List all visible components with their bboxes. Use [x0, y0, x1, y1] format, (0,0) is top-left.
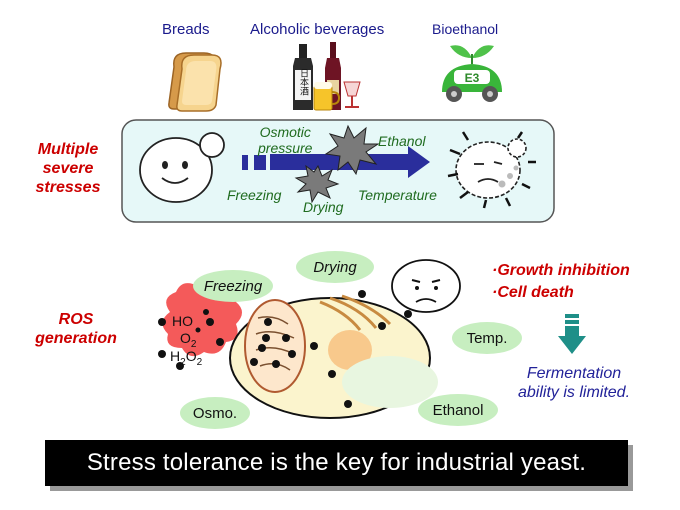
h2o2-sub-b: 2	[196, 356, 203, 368]
alcohol-bottles-icon: 日本酒	[293, 42, 361, 111]
osmotic-pressure-label: Osmotic pressure	[258, 124, 312, 156]
temp-bubble: Temp.	[452, 322, 522, 354]
alcoholic-beverages-label: Alcoholic beverages	[250, 21, 385, 38]
hydroxyl-radical-label: HO	[172, 313, 193, 329]
e3-badge: E3	[465, 71, 480, 85]
stress-panel	[121, 119, 555, 223]
osmo-bubble: Osmo.	[180, 397, 250, 429]
osmotic-line-2: pressure	[258, 140, 313, 156]
ros-line-2: generation	[35, 330, 117, 347]
stress-burst-icon	[324, 124, 380, 176]
growth-inhibition-item: ·Growth inhibition	[492, 262, 630, 279]
fermentation-line-2: ability is limited.	[517, 384, 631, 401]
mitochondrion	[244, 299, 306, 393]
ros-radical-icons	[158, 290, 412, 408]
fermentation-limited-label: Fermentation ability is limited.	[503, 364, 645, 402]
cell-death-item: ·Cell death	[492, 284, 574, 301]
fermentation-line-1: Fermentation	[526, 365, 622, 382]
h2o2-sub-a: 2	[180, 356, 186, 368]
drying-stress-label: Drying	[303, 199, 344, 215]
stressed-yeast-cell	[447, 131, 536, 209]
down-arrow-icon	[558, 314, 586, 354]
stress-burst-icon	[294, 164, 340, 204]
freezing-stress-label: Freezing	[227, 187, 282, 203]
multiple-severe-stresses-label: Multiple severe stresses	[22, 140, 114, 197]
hydrogen-peroxide-label: H2O2	[170, 348, 202, 368]
ros-diagram	[158, 259, 461, 419]
sad-yeast-face	[391, 259, 461, 313]
drying-bubble: Drying	[296, 251, 374, 283]
superoxide-label: O2	[180, 330, 196, 350]
side-label-line-2: severe	[42, 160, 94, 177]
h2o2-o: O	[185, 348, 197, 364]
bread-icon	[168, 52, 222, 112]
eco-car-icon: E3	[442, 45, 502, 102]
vacuole	[342, 356, 438, 408]
ros-line-1: ROS	[58, 311, 94, 328]
key-message-banner: Stress tolerance is the key for industri…	[45, 440, 628, 486]
superoxide-sub: 2	[190, 338, 197, 350]
superoxide-o: O	[180, 330, 191, 346]
ethanol-stress-label: Ethanol	[378, 133, 426, 149]
temperature-stress-label: Temperature	[358, 187, 437, 203]
breads-label: Breads	[162, 21, 210, 38]
healthy-yeast-cell	[139, 132, 225, 203]
osmotic-line-1: Osmotic	[259, 124, 311, 140]
freezing-bubble: Freezing	[193, 270, 273, 302]
nucleus	[328, 330, 372, 370]
h2o2-h: H	[170, 348, 181, 364]
ros-generation-label: ROS generation	[26, 310, 126, 348]
side-label-line-3: stresses	[35, 179, 101, 196]
ethanol-bubble: Ethanol	[418, 394, 498, 426]
side-label-line-1: Multiple	[37, 141, 99, 158]
stress-panel-box	[121, 119, 555, 223]
endoplasmic-reticulum	[319, 294, 392, 331]
bioethanol-label: Bioethanol	[432, 21, 499, 37]
effects-list: ·Growth inhibition ·Cell death	[492, 260, 630, 304]
sake-bottle-label: 日本酒	[298, 68, 309, 96]
